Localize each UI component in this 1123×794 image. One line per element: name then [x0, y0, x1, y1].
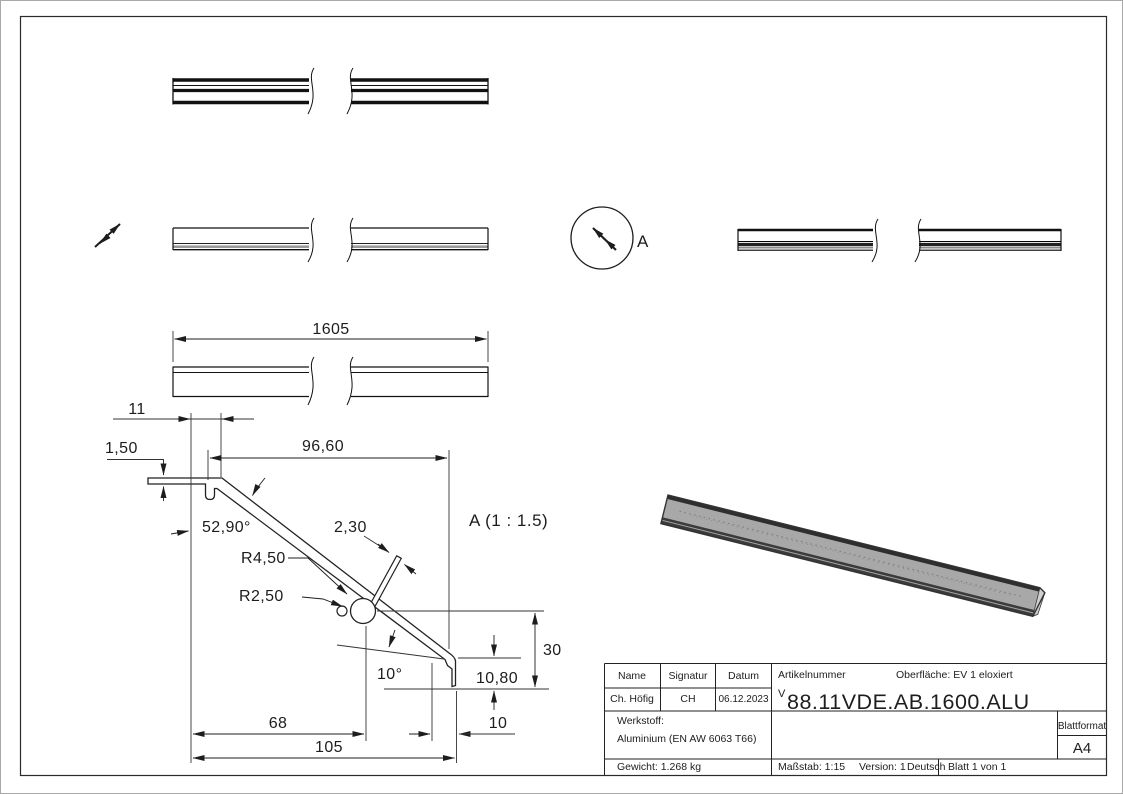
tb-format-label: Blattformat — [1058, 721, 1107, 732]
tb-material-value: Aluminium (EN AW 6063 T66) — [617, 733, 756, 745]
arrow-line — [94, 223, 121, 248]
arrow-tick — [604, 239, 616, 250]
dim-thickness: 1,50 — [105, 440, 138, 457]
tb-article-prefix: V — [778, 688, 786, 700]
arrow-line — [592, 227, 617, 251]
tb-name-value: Ch. Höfig — [610, 693, 654, 705]
break-line — [346, 217, 354, 263]
tb-format-value: A4 — [1073, 740, 1091, 757]
bottom-view — [737, 218, 1062, 263]
dim-arrow — [388, 629, 396, 648]
tb-date-value: 06.12.2023 — [718, 694, 768, 705]
dim-slope-width: 96,60 — [302, 438, 344, 455]
break-line — [307, 67, 315, 115]
dim-top-offset: 11 — [128, 401, 145, 418]
front-view: 1605 — [172, 321, 489, 406]
dim-lip-height: 10,80 — [476, 670, 518, 687]
dim-slope-angle: 52,90° — [202, 519, 251, 536]
arrow-tick — [99, 233, 111, 244]
view-direction-arrow — [94, 223, 121, 248]
tb-signature-label: Signatur — [668, 670, 708, 682]
break-line — [914, 218, 922, 263]
render-outline — [660, 494, 1046, 618]
sheet-border — [19, 15, 1108, 777]
dim-length: 1605 — [312, 321, 349, 338]
tb-name-label: Name — [618, 670, 646, 682]
detail-circle-a: A — [570, 206, 649, 270]
iso-render — [660, 494, 1046, 618]
tb-signature-value: CH — [680, 693, 695, 705]
dim-arrow — [252, 477, 266, 496]
detail-marker-label: A — [637, 232, 649, 251]
title-block: Name Signatur Datum Ch. Höfig CH 06.12.2… — [604, 663, 1107, 776]
detail-circle — [570, 206, 634, 270]
tb-article-label: Artikelnummer — [778, 669, 846, 681]
break-line — [307, 356, 315, 406]
tb-scale: Maßstab: 1:15 — [778, 761, 845, 773]
profile-curl-outer — [349, 597, 377, 625]
break-line — [871, 218, 879, 263]
dim-width-105: 105 — [315, 739, 343, 756]
dim-lip-angle: 10° — [377, 666, 402, 683]
angle-ray — [336, 644, 445, 660]
tb-surface-value: Oberfläche: EV 1 eloxiert — [896, 669, 1013, 681]
top-view — [172, 67, 489, 115]
tb-weight: Gewicht: 1.268 kg — [617, 761, 701, 773]
break-line — [346, 67, 354, 115]
dim-height: 30 — [543, 642, 562, 659]
tb-material-label: Werkstoff: — [617, 715, 664, 727]
dim-radius-outer: R4,50 — [241, 550, 286, 567]
dim-width-68: 68 — [269, 715, 288, 732]
dim-arrow — [170, 529, 189, 536]
tb-sheet-info: Blatt 1 von 1 — [948, 761, 1007, 773]
profile-outline — [147, 477, 457, 688]
detail-view-title: A (1 : 1.5) — [469, 511, 548, 530]
dim-arrow — [404, 564, 417, 575]
dim-radius-inner: R2,50 — [239, 588, 284, 605]
render-bottom-highlight — [661, 519, 1034, 614]
profile-curl-inner — [336, 605, 348, 617]
dim-arrow — [377, 543, 390, 553]
side-view — [172, 217, 489, 263]
detail-view-a: 11 1,50 96,60 52,90° A (1 : 1.5) 2,30 R4… — [105, 401, 562, 763]
tb-article-number: 88.11VDE.AB.1600.ALU — [787, 690, 1030, 714]
leader-line — [301, 596, 343, 607]
tb-language: Deutsch — [907, 761, 946, 773]
render-stipple-line — [679, 510, 1025, 598]
dim-lip-width: 10 — [489, 715, 508, 732]
render-top-edge — [667, 495, 1040, 592]
leader-line — [288, 557, 348, 595]
break-line — [307, 217, 315, 263]
tb-date-label: Datum — [728, 670, 759, 682]
dim-tab-thickness: 2,30 — [334, 519, 367, 536]
break-line — [346, 356, 354, 406]
tb-version: Version: 1 — [859, 761, 906, 773]
